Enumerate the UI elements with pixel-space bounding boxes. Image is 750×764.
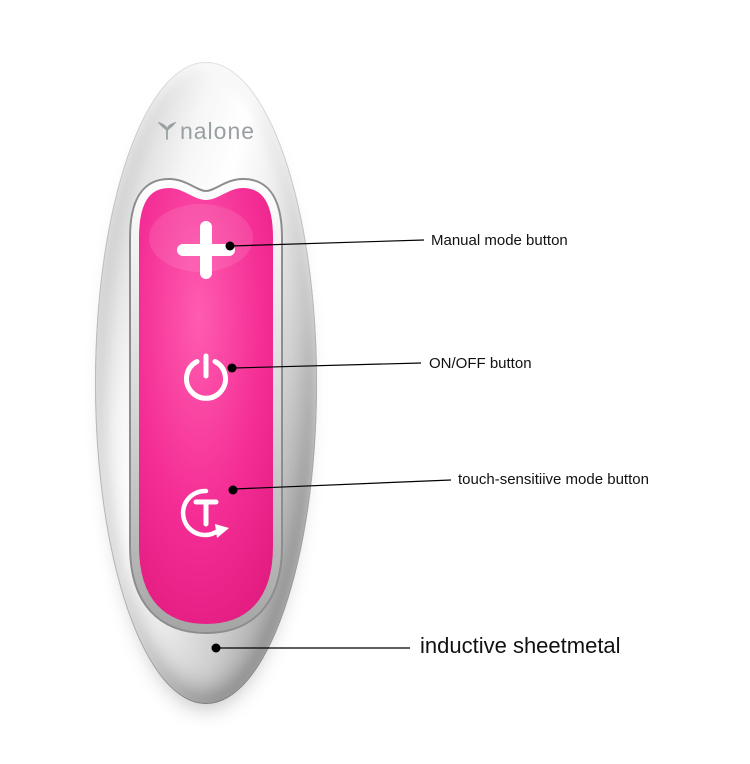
device-body: nalone <box>95 62 317 704</box>
label-inductive-sheetmetal: inductive sheetmetal <box>420 633 621 658</box>
power-button[interactable] <box>180 351 232 403</box>
touch-mode-icon <box>180 488 229 538</box>
plus-icon <box>177 221 235 279</box>
brand-logo: nalone <box>95 118 317 145</box>
manual-mode-button[interactable] <box>175 219 237 281</box>
brand-name: nalone <box>179 118 256 144</box>
label-on-off: ON/OFF button <box>429 355 532 372</box>
label-touch-mode: touch-sensitiive mode button <box>458 471 649 488</box>
label-manual-mode: Manual mode button <box>431 232 568 249</box>
panel-face <box>131 179 281 633</box>
power-icon <box>184 353 228 401</box>
brand-icon <box>157 121 177 142</box>
touch-mode-button[interactable] <box>175 482 237 544</box>
